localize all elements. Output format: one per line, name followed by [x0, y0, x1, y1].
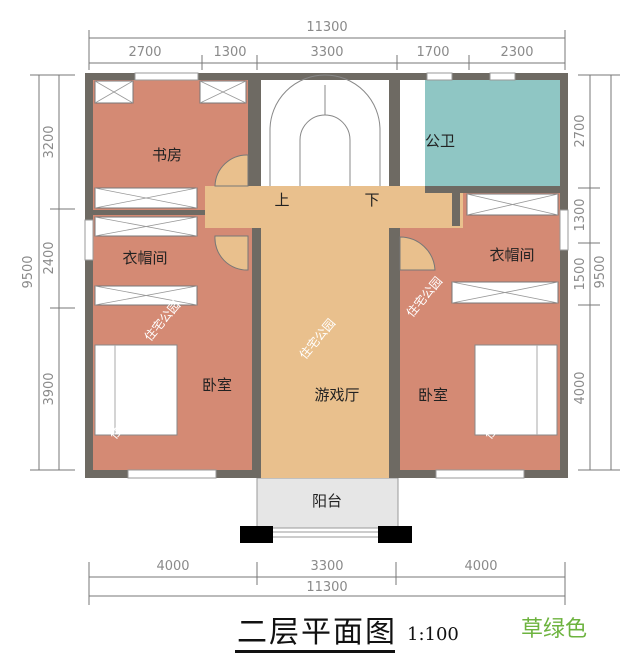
dim-bottom-2: 3300 [310, 559, 343, 574]
dim-left-total: 9500 [21, 255, 36, 288]
left-dimensions: 9500 3200 2400 3900 [21, 74, 75, 471]
drawing-scale: 1:100 [407, 624, 459, 645]
balcony-pillar-right [378, 526, 412, 543]
stair-down-label: 下 [364, 191, 379, 209]
spiral-stair [269, 74, 381, 186]
color-scheme-label: 草绿色 [521, 617, 587, 642]
room-label-bathroom: 公卫 [425, 132, 455, 150]
stair-up-label: 上 [274, 191, 289, 209]
dim-right-3: 1500 [573, 257, 588, 290]
dim-right-1: 2700 [573, 114, 588, 147]
room-game-hall [261, 186, 389, 478]
title-underline [235, 650, 395, 653]
dim-bottom-total: 11300 [306, 580, 347, 595]
drawing-title: 二层平面图 [237, 615, 395, 650]
room-label-game-hall: 游戏厅 [314, 386, 359, 404]
vanity-counter [400, 80, 425, 186]
room-label-bedroom-left: 卧室 [202, 376, 232, 394]
room-label-balcony: 阳台 [312, 492, 342, 510]
room-label-bedroom-right: 卧室 [418, 386, 448, 404]
balcony-pillar-left [240, 526, 273, 543]
dim-left-3: 3900 [42, 372, 57, 405]
dim-right-total: 9500 [593, 255, 608, 288]
room-label-closet-right: 衣帽间 [489, 246, 534, 264]
dim-top-4: 1700 [416, 45, 449, 60]
right-dimensions: 9500 2700 1300 1500 4000 [573, 74, 620, 471]
wardrobes [94, 80, 559, 306]
top-dimensions: 11300 2700 1300 3300 1700 2300 [88, 20, 566, 70]
dim-top-2: 1300 [213, 45, 246, 60]
dim-right-2: 1300 [573, 198, 588, 231]
doors [214, 154, 436, 271]
dim-top-total: 11300 [306, 20, 347, 35]
room-label-study: 书房 [152, 146, 182, 164]
bed-right [474, 344, 558, 436]
dim-left-2: 2400 [42, 241, 57, 274]
bed-left [94, 344, 178, 436]
dim-left-1: 3200 [42, 125, 57, 158]
dim-top-5: 2300 [500, 45, 533, 60]
room-bathroom [425, 80, 560, 186]
dim-bottom-1: 4000 [156, 559, 189, 574]
dim-top-3: 3300 [310, 45, 343, 60]
dim-bottom-3: 4000 [464, 559, 497, 574]
dim-right-4: 4000 [573, 371, 588, 404]
balcony [256, 477, 399, 529]
dim-top-1: 2700 [128, 45, 161, 60]
room-label-closet-left: 衣帽间 [122, 249, 167, 267]
bottom-dimensions: 4000 3300 4000 11300 [88, 559, 566, 605]
